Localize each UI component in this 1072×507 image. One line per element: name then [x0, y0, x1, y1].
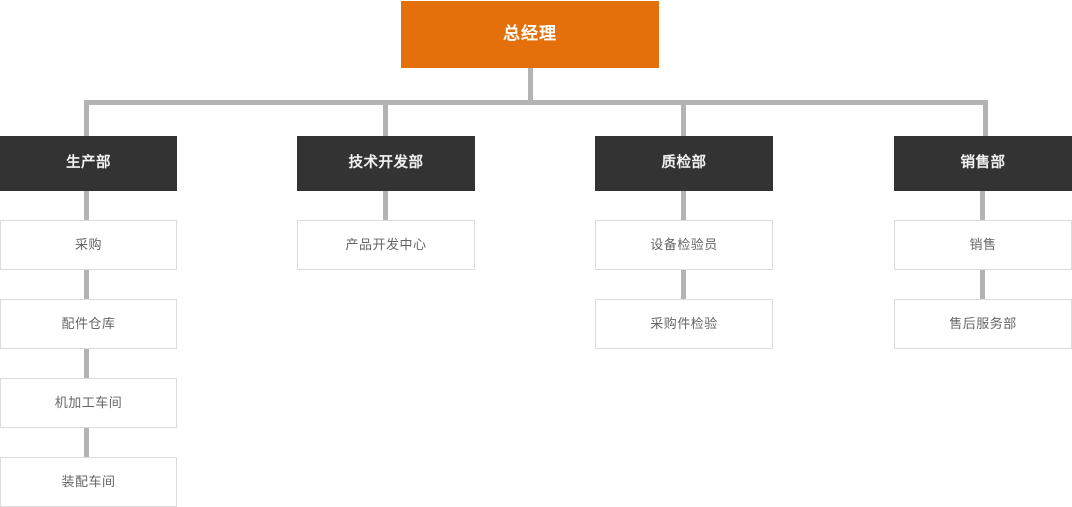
node-label: 售后服务部	[949, 316, 1017, 332]
node-label: 配件仓库	[61, 316, 116, 332]
node-label: 质检部	[661, 154, 707, 171]
node-sub-purchased-parts-inspection[interactable]: 采购件检验	[595, 299, 773, 349]
connector-dept-1-child-1-to-2	[84, 270, 89, 299]
node-dept-quality-inspection[interactable]: 质检部	[595, 136, 773, 191]
node-dept-technical-development[interactable]: 技术开发部	[297, 136, 475, 191]
connector-bus-to-dept-4	[983, 100, 988, 136]
connector-bus-to-dept-1	[84, 100, 89, 136]
node-label: 机加工车间	[54, 395, 123, 411]
node-sub-machining-workshop[interactable]: 机加工车间	[0, 378, 177, 428]
connector-dept-2-to-child-1	[383, 191, 388, 220]
node-sub-product-development-center[interactable]: 产品开发中心	[297, 220, 475, 270]
node-label: 总经理	[503, 24, 557, 44]
node-label: 销售部	[960, 154, 1006, 171]
node-sub-sales[interactable]: 销售	[894, 220, 1072, 270]
node-sub-after-sales-service[interactable]: 售后服务部	[894, 299, 1072, 349]
connector-dept-4-child-1-to-2	[980, 270, 985, 299]
connector-bus-to-dept-3	[681, 100, 686, 136]
node-sub-equipment-inspector[interactable]: 设备检验员	[595, 220, 773, 270]
node-dept-sales[interactable]: 销售部	[894, 136, 1072, 191]
node-sub-procurement[interactable]: 采购	[0, 220, 177, 270]
node-dept-production[interactable]: 生产部	[0, 136, 177, 191]
node-label: 技术开发部	[348, 154, 424, 171]
connector-horizontal-bus	[84, 100, 988, 105]
connector-root-stem	[528, 68, 533, 103]
node-label: 产品开发中心	[345, 237, 427, 253]
node-label: 采购	[74, 237, 102, 253]
node-label: 采购件检验	[650, 316, 718, 332]
node-label: 生产部	[66, 154, 111, 171]
connector-dept-1-child-2-to-3	[84, 349, 89, 378]
node-label: 装配车间	[61, 474, 116, 490]
node-label: 销售	[969, 237, 997, 253]
connector-dept-3-child-1-to-2	[681, 270, 686, 299]
connector-dept-1-child-3-to-4	[84, 428, 89, 457]
connector-dept-3-to-child-1	[681, 191, 686, 220]
connector-dept-1-to-child-1	[84, 191, 89, 220]
connector-dept-4-to-child-1	[980, 191, 985, 220]
node-sub-parts-warehouse[interactable]: 配件仓库	[0, 299, 177, 349]
node-root-general-manager[interactable]: 总经理	[401, 1, 659, 68]
node-label: 设备检验员	[650, 237, 718, 253]
node-sub-assembly-workshop[interactable]: 装配车间	[0, 457, 177, 507]
connector-bus-to-dept-2	[383, 100, 388, 136]
